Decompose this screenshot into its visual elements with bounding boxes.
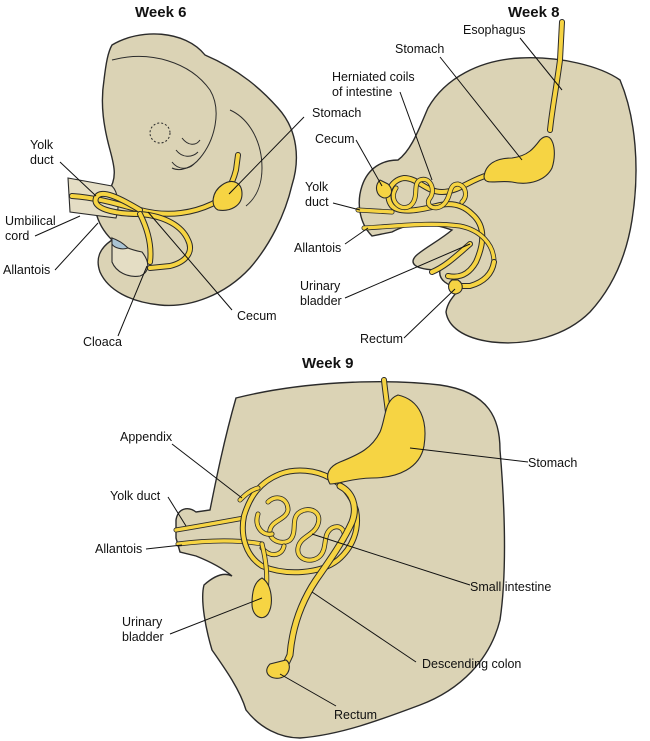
week8-label-herniated-2: of intestine bbox=[332, 85, 393, 99]
week9-label-rectum: Rectum bbox=[334, 708, 377, 722]
week8-label-herniated-1: Herniated coils bbox=[332, 70, 415, 84]
week6-label-stomach: Stomach bbox=[312, 106, 361, 120]
week8-label-urinary-2: bladder bbox=[300, 294, 342, 308]
week9-yolk-duct-leader bbox=[167, 496, 187, 527]
week6-panel: Week 6 Stomach Yolk duct bbox=[3, 4, 361, 349]
week9-label-allantois: Allantois bbox=[95, 542, 142, 556]
week9-panel: Week 9 bbox=[95, 355, 577, 739]
week6-arches bbox=[171, 137, 201, 169]
week9-rectum bbox=[266, 659, 290, 679]
week6-label-yolk-duct-2: duct bbox=[30, 153, 54, 167]
week8-cecum bbox=[375, 179, 393, 199]
week6-limb-outline bbox=[229, 109, 263, 207]
week9-label-stomach: Stomach bbox=[528, 456, 577, 470]
week6-label-umbilical-2: cord bbox=[5, 229, 29, 243]
week9-small-intestine-leader bbox=[311, 533, 471, 586]
week9-allantois-leader bbox=[145, 544, 183, 550]
week9-stomach-leader bbox=[409, 447, 529, 463]
week6-umbilical-leader bbox=[34, 215, 81, 237]
week9-label-urinary-1: Urinary bbox=[122, 615, 163, 629]
week9-title: Week 9 bbox=[302, 355, 353, 372]
week8-urinary-leader bbox=[344, 243, 471, 299]
week8-herniated-leader bbox=[399, 91, 433, 181]
week8-label-allantois: Allantois bbox=[294, 241, 341, 255]
week8-label-yolk-duct-2: duct bbox=[305, 195, 329, 209]
week6-label-cecum: Cecum bbox=[237, 309, 277, 323]
week6-label-cloaca: Cloaca bbox=[83, 335, 122, 349]
week9-stomach bbox=[327, 394, 426, 485]
week8-stomach bbox=[483, 136, 555, 184]
week9-descending-colon-leader bbox=[311, 591, 417, 663]
week9-label-descending-colon: Descending colon bbox=[422, 657, 521, 671]
week8-panel: Week 8 bbox=[294, 4, 637, 346]
week6-cloaca-leader bbox=[117, 265, 148, 337]
week6-eye-icon bbox=[149, 122, 171, 144]
week8-label-urinary-1: Urinary bbox=[300, 279, 341, 293]
week8-title: Week 8 bbox=[508, 4, 559, 21]
week6-yolk-duct-leader bbox=[59, 161, 97, 197]
week8-esophagus-leader bbox=[519, 37, 563, 91]
week6-cavity-icon bbox=[111, 237, 129, 250]
week6-cecum-leader bbox=[147, 211, 233, 311]
week6-label-yolk-duct-1: Yolk bbox=[30, 138, 54, 152]
week9-appendix-leader bbox=[171, 443, 243, 499]
week8-rectum bbox=[447, 279, 463, 295]
week8-cecum-leader bbox=[355, 139, 383, 187]
week8-rectum-leader bbox=[403, 288, 456, 339]
week8-stomach-leader bbox=[439, 56, 523, 161]
week8-yolk-duct-leader bbox=[332, 202, 361, 211]
week8-label-esophagus: Esophagus bbox=[463, 23, 526, 37]
week9-label-urinary-2: bladder bbox=[122, 630, 164, 644]
week6-stomach bbox=[212, 181, 243, 211]
week8-label-stomach: Stomach bbox=[395, 42, 444, 56]
week6-label-allantois: Allantois bbox=[3, 263, 50, 277]
week9-label-small-intestine: Small intestine bbox=[470, 580, 551, 594]
week6-title: Week 6 bbox=[135, 4, 186, 21]
week9-label-yolk-duct: Yolk duct bbox=[110, 489, 161, 503]
week8-embryo-body bbox=[358, 57, 637, 344]
week8-allantois-leader bbox=[344, 227, 369, 245]
week6-label-umbilical-1: Umbilical bbox=[5, 214, 56, 228]
week6-allantois-leader bbox=[54, 222, 99, 271]
week8-label-cecum: Cecum bbox=[315, 132, 355, 146]
week8-label-yolk-duct-1: Yolk bbox=[305, 180, 329, 194]
week8-gut-tube bbox=[355, 19, 565, 289]
week9-rectum-leader bbox=[279, 673, 337, 707]
week6-stomach-leader bbox=[228, 116, 305, 195]
week9-label-appendix: Appendix bbox=[120, 430, 173, 444]
week8-label-rectum: Rectum bbox=[360, 332, 403, 346]
week9-urinary-leader bbox=[169, 597, 263, 635]
